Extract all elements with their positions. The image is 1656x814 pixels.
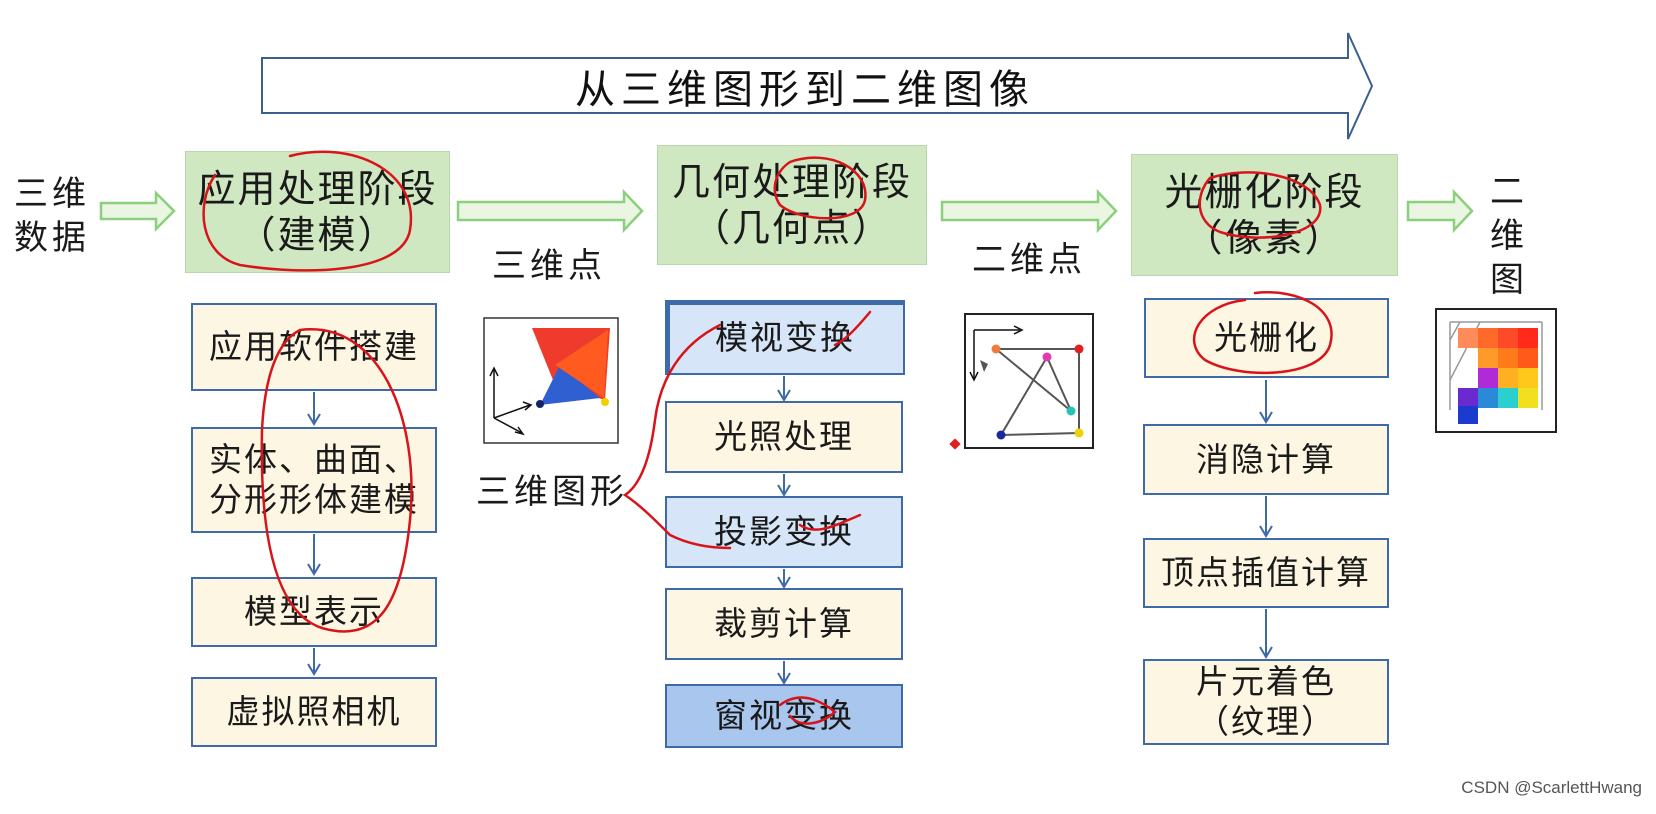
stage-title: 应用处理阶段 [197, 167, 438, 211]
step-vertex-interpolation: 顶点插值计算 [1143, 538, 1389, 608]
stage-subtitle: （建模） [237, 213, 398, 257]
step-viewport-transform: 窗视变换 [665, 684, 903, 748]
step-fragment-shading: 片元着色 （纹理） [1143, 659, 1389, 745]
step-hidden-surface-removal: 消隐计算 [1143, 424, 1389, 495]
stage-rasterization: 光栅化阶段 （像素） [1131, 154, 1398, 276]
credit-text: CSDN @ScarlettHwang [1461, 778, 1642, 797]
flow-arrow-2 [456, 188, 644, 234]
step-virtual-camera: 虚拟照相机 [191, 677, 437, 747]
label-3d-points: 三维点 [492, 246, 606, 286]
label-2d-points: 二维点 [972, 240, 1086, 280]
stage-application: 应用处理阶段 （建模） [185, 151, 450, 273]
step-lighting: 光照处理 [665, 401, 903, 473]
output-label: 二 维 图 [1490, 172, 1524, 300]
step-solid-surface-modeling: 实体、曲面、 分形形体建模 [191, 427, 437, 533]
banner-arrow-shape [261, 32, 1374, 140]
stage-subtitle: （像素） [1184, 216, 1345, 260]
step-clipping: 裁剪计算 [665, 588, 903, 660]
stage-geometry: 几何处理阶段 （几何点） [657, 145, 927, 265]
stage-title: 光栅化阶段 [1164, 170, 1365, 214]
thumbnail-3d-points [483, 317, 619, 444]
banner-title-text: 从三维图形到二维图像 [575, 66, 1035, 113]
step-app-software-setup: 应用软件搭建 [191, 303, 437, 391]
stage-subtitle: （几何点） [691, 206, 892, 250]
flow-arrow-4 [1406, 188, 1474, 234]
label-3d-shape: 三维图形 [476, 472, 628, 512]
flow-arrow-3 [940, 188, 1118, 234]
step-modelview-transform: 模视变换 [665, 300, 905, 375]
thumbnail-pixel-image [1435, 308, 1557, 433]
step-projection-transform: 投影变换 [665, 496, 903, 568]
stage-title: 几何处理阶段 [671, 160, 912, 204]
step-model-representation: 模型表示 [191, 577, 437, 647]
input-label: 三维 数据 [14, 174, 90, 258]
step-rasterize: 光栅化 [1144, 298, 1389, 378]
thumbnail-2d-points [949, 313, 1094, 450]
banner-title: 从三维图形到二维图像 [262, 58, 1348, 113]
flow-arrow-1 [99, 189, 176, 233]
